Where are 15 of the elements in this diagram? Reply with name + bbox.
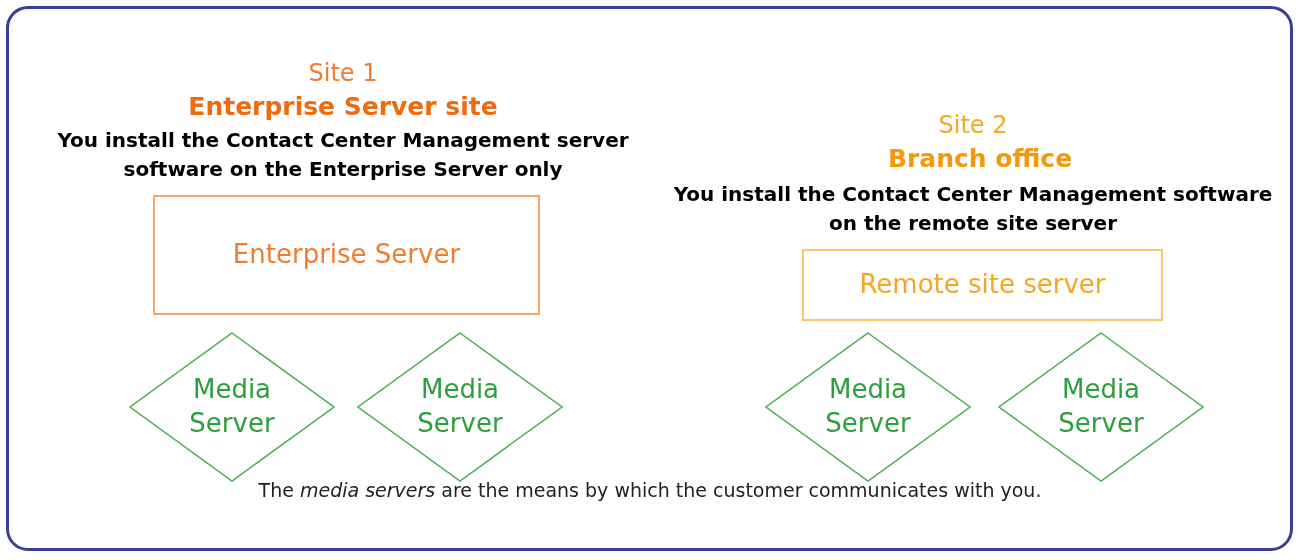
node-label: Enterprise Server [232, 238, 461, 272]
node-label: Media Server [1057, 373, 1145, 440]
site-label: Site 2 [937, 110, 1009, 141]
site-label: Site 1 [307, 58, 379, 89]
description-text: You install the Contact Center Management server software on the Enterprise Server only [56, 127, 630, 183]
node-label: Media Server [824, 373, 912, 440]
caption-text: The media servers are the means by which the customer communicates with you. [257, 478, 1043, 503]
server-box [153, 195, 540, 315]
node-label: Remote site server [859, 268, 1106, 302]
node-label: Media Server [416, 373, 504, 440]
server-box [802, 249, 1163, 321]
site-heading: Enterprise Server site [187, 91, 499, 123]
description-text: You install the Contact Center Management software on the remote site server [672, 181, 1274, 237]
site-heading: Branch office [886, 143, 1074, 175]
node-label: Media Server [188, 373, 276, 440]
